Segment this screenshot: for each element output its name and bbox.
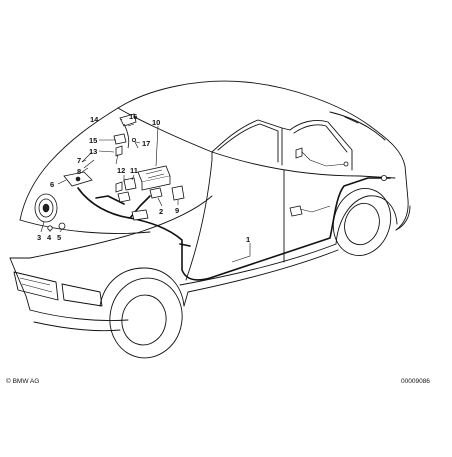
callout-1: 1	[246, 235, 250, 244]
leader-lines	[40, 118, 251, 263]
callout-13: 13	[89, 147, 97, 156]
wiring-harness	[77, 149, 391, 281]
footer: © BMW AG 00009086	[6, 377, 430, 385]
diagram-number: 00009086	[401, 378, 430, 385]
callout-4: 4	[47, 233, 52, 242]
parts	[34, 113, 387, 231]
callout-10: 10	[152, 118, 160, 127]
callout-5: 5	[57, 233, 61, 242]
callout-3: 3	[37, 233, 41, 242]
callout-7: 7	[77, 156, 81, 165]
callout-11: 11	[130, 166, 138, 175]
callout-9: 9	[175, 206, 179, 215]
callout-6: 6	[50, 180, 54, 189]
callout-2: 2	[159, 207, 163, 216]
callout-16: 16	[129, 112, 137, 121]
callout-8: 8	[77, 167, 81, 176]
copyright-text: © BMW AG	[6, 377, 39, 385]
callout-15: 15	[89, 136, 97, 145]
callouts: 1 2 3 4 5 6 7 8 9 10 11 12 13 14 15 16 1…	[37, 112, 250, 244]
callout-17: 17	[142, 139, 150, 148]
car-body	[9, 80, 411, 359]
callout-12: 12	[117, 166, 125, 175]
callout-14: 14	[90, 115, 99, 124]
